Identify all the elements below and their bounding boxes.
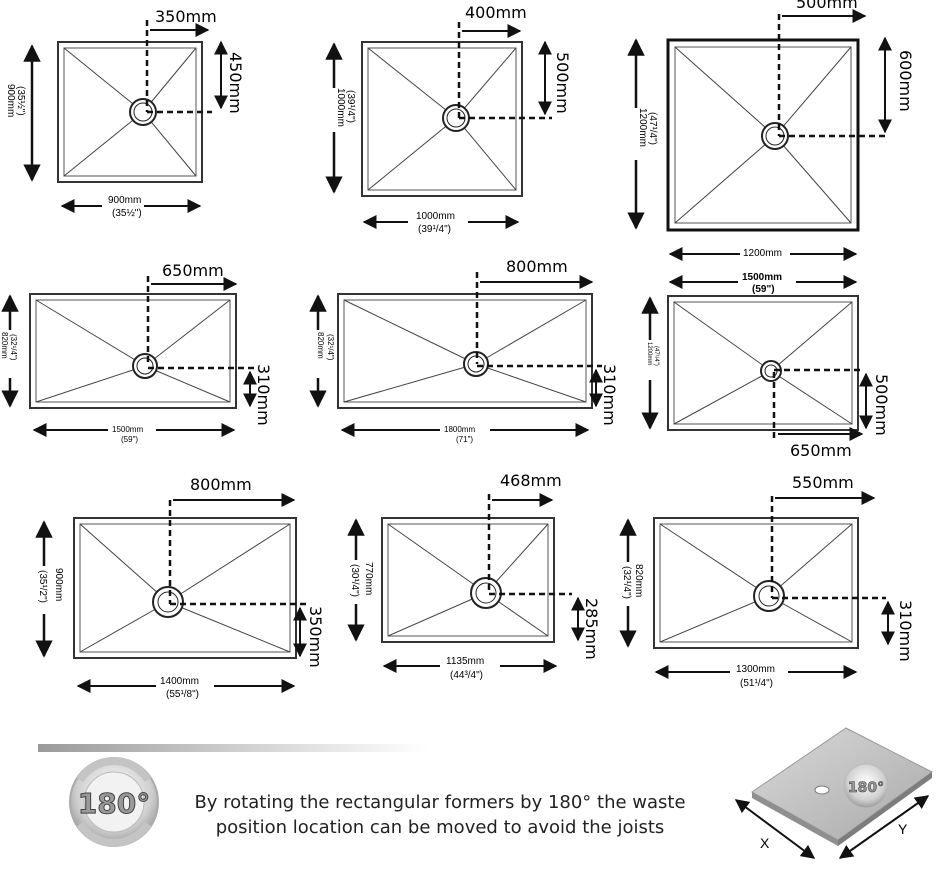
tray-1-width-in: (35½")	[112, 208, 142, 219]
tray-3-width: 1200mm	[743, 248, 782, 259]
tray-2-waste-x: 400mm	[465, 3, 527, 22]
tray-9-depth-in: (32¹/4")	[621, 566, 632, 599]
tray-2-waste-y: 500mm	[553, 52, 572, 114]
tray-8-width-in: (44³/4")	[450, 670, 483, 681]
tray-5-width-in: (71")	[456, 435, 473, 444]
tray-1-waste-y: 450mm	[226, 52, 245, 114]
tray-5-depth: 820mm	[316, 332, 325, 359]
tray-3-waste-x: 500mm	[796, 0, 858, 12]
tray-2: 400mm 500mm 1000mm (39¹/4") 1000mm (39¹/…	[325, 3, 572, 236]
rotate-180-badge: 180°	[69, 757, 159, 847]
tray-9-depth: 820mm	[633, 564, 644, 597]
tray-1-depth-in: (35½")	[15, 86, 26, 116]
tray-7-width-in: (55¹/8")	[166, 689, 199, 700]
caption-line-2: position location can be moved to avoid …	[215, 817, 665, 838]
tray-7-width: 1400mm	[160, 676, 199, 687]
tray-1: 350mm 450mm 900mm (35½") 900mm (35½")	[5, 7, 245, 220]
tray-8-depth: 770mm	[363, 562, 374, 595]
tray-6: 1500mm (59") 1200mm (47¹/4") 650mm 500mm	[641, 270, 891, 460]
tray-4: 650mm 310mm 820mm (32¹/4") 1500mm (59")	[0, 261, 273, 444]
tray-6-width: 1500mm	[742, 272, 782, 283]
tray-2-width-in: (39¹/4")	[418, 224, 451, 235]
rotation-caption: By rotating the rectangular formers by 1…	[180, 790, 700, 840]
tray-3-waste-y: 600mm	[896, 50, 915, 112]
axis-y-label: Y	[898, 821, 908, 837]
tray-5-width: 1800mm	[444, 425, 475, 434]
tray-4-width: 1500mm	[112, 425, 143, 434]
tray-1-width: 900mm	[108, 195, 141, 206]
tray-7-waste-y: 350mm	[306, 606, 325, 668]
tray-9-waste-y: 310mm	[896, 600, 915, 662]
tray-7-depth-in: (35¹/2")	[37, 570, 48, 603]
tray-6-depth-in: (47¹/4")	[653, 346, 659, 366]
tray-2-width: 1000mm	[416, 211, 455, 222]
tray-illustration: 180° X Y	[734, 727, 933, 859]
tray-3-depth-in: (47¹/4")	[647, 112, 658, 145]
tray-8-waste-x: 468mm	[500, 471, 562, 490]
tray-6-waste-y: 500mm	[872, 374, 891, 436]
tray-8-depth-in: (30¹/4")	[349, 564, 360, 597]
tray-5-waste-x: 800mm	[506, 257, 568, 276]
section-divider	[38, 744, 428, 752]
badge-label: 180°	[78, 787, 150, 820]
caption-line-1: By rotating the rectangular formers by 1…	[194, 792, 686, 813]
tray-7: 800mm 350mm 900mm (35¹/2") 1400mm (55¹/8…	[35, 475, 325, 700]
tray-1-waste-x: 350mm	[155, 7, 217, 26]
tray-4-waste-x: 650mm	[162, 261, 224, 280]
tray-7-depth: 900mm	[53, 568, 64, 601]
tray-8-width: 1135mm	[446, 656, 484, 667]
tray-4-waste-y: 310mm	[254, 364, 273, 426]
tray-9-width: 1300mm	[736, 664, 775, 675]
illustration-badge: 180°	[848, 780, 884, 796]
tray-6-waste-x: 650mm	[790, 441, 852, 460]
tray-4-depth: 820mm	[0, 332, 9, 359]
tray-7-waste-x: 800mm	[190, 475, 252, 494]
tray-4-width-in: (59")	[121, 435, 138, 444]
tray-3-depth: 1200mm	[637, 108, 648, 147]
tray-6-width-in: (59")	[752, 284, 775, 295]
tray-3: 500mm 600mm 1200mm (47¹/4") 1200mm	[627, 0, 915, 261]
tray-1-depth: 900mm	[5, 84, 16, 117]
tray-2-depth-in: (39¹/4")	[345, 90, 356, 123]
tray-6-depth: 1200mm	[646, 342, 652, 365]
tray-9-width-in: (51¹/4")	[740, 678, 773, 689]
tray-5-depth-in: (32¹/4")	[326, 334, 335, 361]
tray-5: 800mm 310mm 820mm (32¹/4") 1800mm (71")	[309, 257, 619, 444]
tray-8-waste-y: 285mm	[582, 598, 601, 660]
tray-2-depth: 1000mm	[335, 88, 346, 127]
axis-x-label: X	[760, 835, 770, 851]
tray-8: 468mm 285mm 770mm (30¹/4") 1135mm (44³/4…	[347, 471, 601, 682]
tray-9: 550mm 310mm 820mm (32¹/4") 1300mm (51¹/4…	[619, 473, 915, 690]
tray-4-depth-in: (32¹/4")	[9, 334, 18, 361]
tray-5-waste-y: 310mm	[600, 364, 619, 426]
tray-9-waste-x: 550mm	[792, 473, 854, 492]
